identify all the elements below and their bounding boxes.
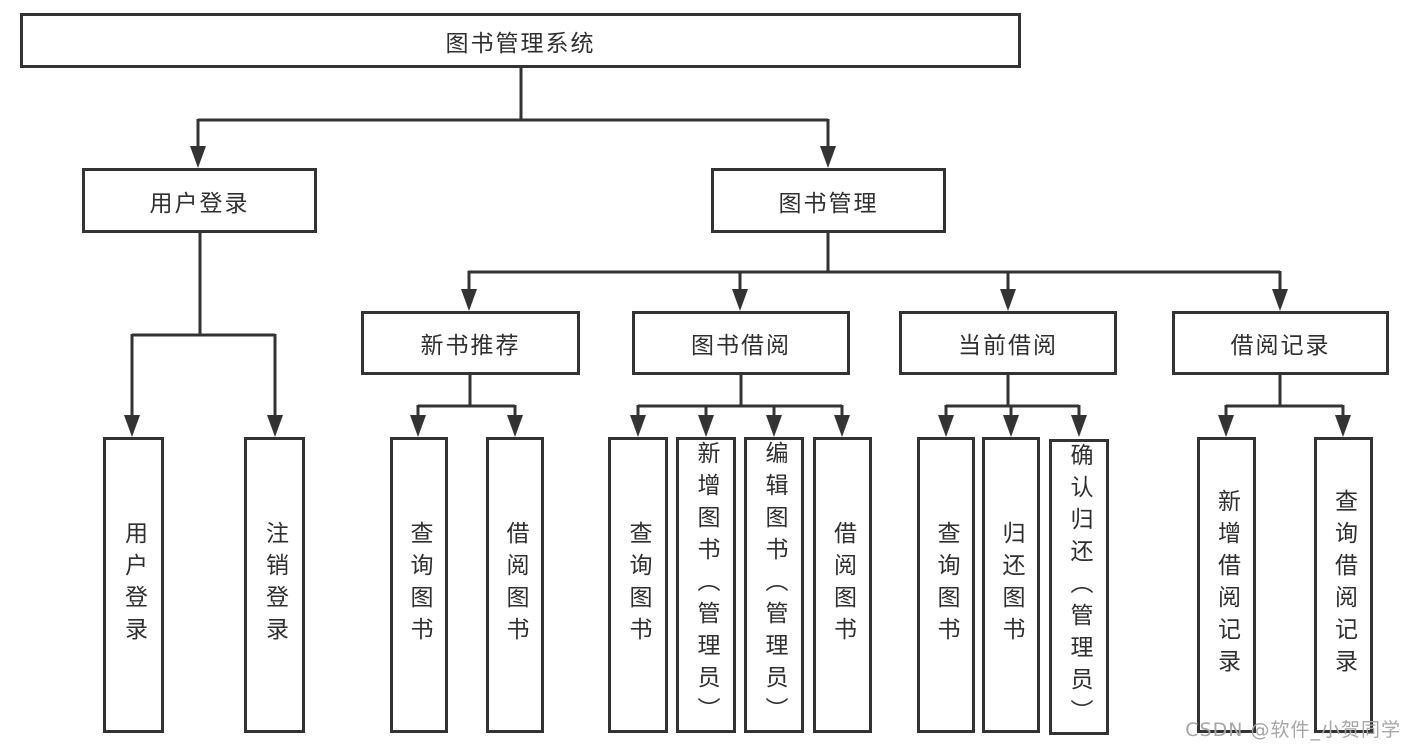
leaf-label: 查询图书 [406,521,432,649]
leaf-recommend-query-book: 查询图书 [390,437,448,733]
leaf-label: 编辑图书（管理员） [761,441,787,729]
node-root-label: 图书管理系统 [445,30,596,57]
leaf-borrow-borrow-book: 借阅图书 [813,437,872,733]
node-user-login-label: 用户登录 [149,190,250,217]
leaf-label: 确认归还（管理员） [1066,443,1092,731]
leaf-current-return-book: 归还图书 [982,437,1040,733]
leaf-label: 查询图书 [625,521,651,649]
csdn-watermark: CSDN @软件_小贺同学 [1185,719,1401,741]
leaf-label: 归还图书 [998,521,1024,649]
leaf-label: 借阅图书 [502,521,528,649]
leaf-records-query-record: 查询借阅记录 [1314,437,1373,733]
arrowheads [124,146,1351,437]
node-book-management: 图书管理 [711,168,946,233]
node-borrow-records: 借阅记录 [1172,311,1389,375]
leaf-user-login: 用户登录 [103,437,164,733]
leaf-borrow-edit-book-admin: 编辑图书（管理员） [744,437,804,733]
node-current-borrow: 当前借阅 [899,311,1117,375]
leaf-label: 查询借阅记录 [1330,489,1357,681]
node-book-management-label: 图书管理 [778,190,879,217]
node-book-borrow-label: 图书借阅 [691,333,791,359]
leaf-logout: 注销登录 [244,437,305,733]
leaf-label: 新增图书（管理员） [693,441,719,729]
leaf-current-confirm-return-admin: 确认归还（管理员） [1049,439,1109,735]
node-current-borrow-label: 当前借阅 [958,333,1058,359]
leaf-borrow-add-book-admin: 新增图书（管理员） [676,437,736,733]
node-book-borrow: 图书借阅 [632,311,850,375]
node-new-book-recommend: 新书推荐 [361,311,580,375]
node-user-login: 用户登录 [82,168,317,233]
node-root: 图书管理系统 [20,13,1021,68]
connector-lines [130,68,1345,419]
leaf-records-add-record: 新增借阅记录 [1197,437,1256,733]
leaf-recommend-borrow-book: 借阅图书 [486,437,544,733]
node-borrow-records-label: 借阅记录 [1230,333,1331,359]
leaf-label: 新增借阅记录 [1213,489,1240,681]
leaf-label: 查询图书 [933,521,959,649]
leaf-label: 用户登录 [120,521,147,649]
leaf-borrow-query-book: 查询图书 [608,437,668,733]
leaf-label: 注销登录 [261,521,288,649]
node-new-book-recommend-label: 新书推荐 [420,333,521,359]
leaf-label: 借阅图书 [829,521,856,649]
leaf-current-query-book: 查询图书 [917,437,975,733]
